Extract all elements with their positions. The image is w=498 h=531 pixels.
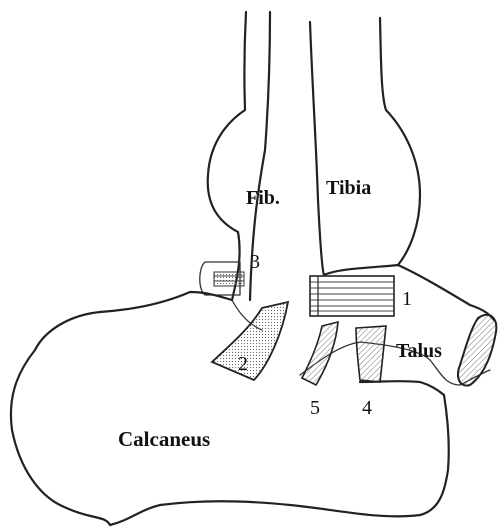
fibula-bone [208,12,270,300]
label-fibula: Fib. [246,187,280,209]
navicular-bone [458,315,496,386]
ligament-3 [200,262,244,295]
ligament-2 [212,302,288,380]
ligament-1 [310,276,394,316]
label-calcaneus: Calcaneus [118,427,210,451]
label-talus: Talus [396,340,442,362]
tibia-bone [310,18,420,275]
label-tibia: Tibia [326,177,371,199]
label-ligament-5: 5 [310,397,320,419]
ligament-4 [356,326,386,382]
label-ligament-4: 4 [362,397,372,419]
label-ligament-3: 3 [250,251,260,273]
label-ligament-2: 2 [238,353,248,375]
label-ligament-1: 1 [402,288,412,310]
ligament-5 [302,322,338,385]
